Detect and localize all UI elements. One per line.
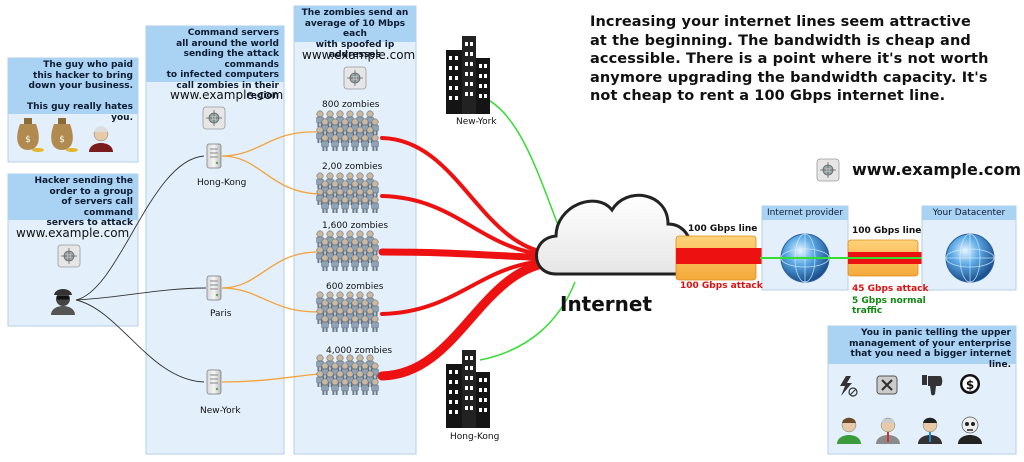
- target-icon-zombies: [343, 66, 367, 90]
- server-label-hong-kong: Hong-Kong: [197, 178, 247, 188]
- datacenter-globe-icon: [945, 233, 995, 283]
- link1-attack-label: 100 Gbps attack: [680, 281, 763, 291]
- server-icon-hong-kong: [206, 143, 222, 169]
- client-caption: The guy who paid this hacker to bring do…: [8, 58, 138, 123]
- svg-text:$: $: [59, 135, 65, 145]
- normal-traffic-lines: [479, 95, 576, 361]
- zombie-command-lines: [221, 131, 319, 383]
- server-icon-new-york: [206, 369, 222, 395]
- zombie-count-label: 600 zombies: [326, 282, 384, 292]
- no-power-icon: [840, 376, 858, 397]
- hong-kong-building-icon: [446, 350, 490, 428]
- svg-text:$: $: [25, 135, 31, 145]
- svg-text:$: $: [966, 378, 974, 392]
- manager-icon: [876, 417, 900, 444]
- businessman-icon: [89, 126, 113, 152]
- zombie-count-label: 1,600 zombies: [322, 221, 389, 231]
- person-green-icon: [837, 417, 861, 444]
- zombies-caption: The zombies send an average of 10 Mbps e…: [294, 6, 416, 60]
- server-label-new-york: New-York: [200, 406, 241, 416]
- zombies-site-label: www.example.com: [302, 48, 416, 62]
- headline-text: Increasing your internet lines seem attr…: [590, 14, 989, 104]
- money-bag-icon: $: [51, 118, 78, 152]
- website-label: www.example.com: [852, 160, 1022, 179]
- server-icon-paris: [206, 275, 222, 301]
- internet-cloud-icon: [535, 193, 693, 276]
- link2-capacity-label: 100 Gbps line: [852, 226, 922, 236]
- hacker-caption: Hacker sending the order to a group of s…: [8, 174, 138, 228]
- command-servers-caption: Command servers all around the world sen…: [146, 26, 284, 101]
- zombie-count-label: 2,00 zombies: [322, 162, 383, 172]
- skull-person-icon: [958, 416, 982, 444]
- link1-capacity-label: 100 Gbps line: [688, 224, 758, 234]
- hacker-icon: [51, 289, 75, 315]
- command-lines: [75, 155, 207, 383]
- panic-caption: You in panic telling the upper managemen…: [828, 326, 1016, 370]
- zombie-count-label: 800 zombies: [322, 100, 380, 110]
- datacenter-title: Your Datacenter: [922, 206, 1016, 220]
- new-york-building-icon: [446, 36, 490, 114]
- internet-label: Internet: [560, 292, 653, 316]
- server-label-paris: Paris: [210, 309, 232, 319]
- executive-icon: [918, 417, 942, 444]
- link2-normal-label: 5 Gbps normal traffic: [852, 296, 926, 316]
- error-icon: [876, 375, 898, 395]
- attack-streams: [377, 136, 561, 381]
- target-icon-website: [816, 158, 840, 182]
- thumbs-down-icon: [922, 375, 943, 396]
- money-bag-icon: $: [17, 118, 44, 152]
- zombie-count-label: 4,000 zombies: [326, 346, 393, 356]
- target-icon-hacker: [57, 244, 81, 268]
- provider-title: Internet provider: [762, 206, 848, 220]
- command-site-label: www.example.com: [170, 88, 284, 102]
- dollar-icon: $: [960, 374, 980, 394]
- city-label-new-york: New-York: [456, 117, 497, 127]
- city-label-hong-kong: Hong-Kong: [450, 432, 500, 442]
- target-icon-command: [202, 106, 226, 130]
- link2-attack-label: 45 Gbps attack: [852, 284, 929, 294]
- hacker-site-label: www.example.com: [16, 226, 130, 240]
